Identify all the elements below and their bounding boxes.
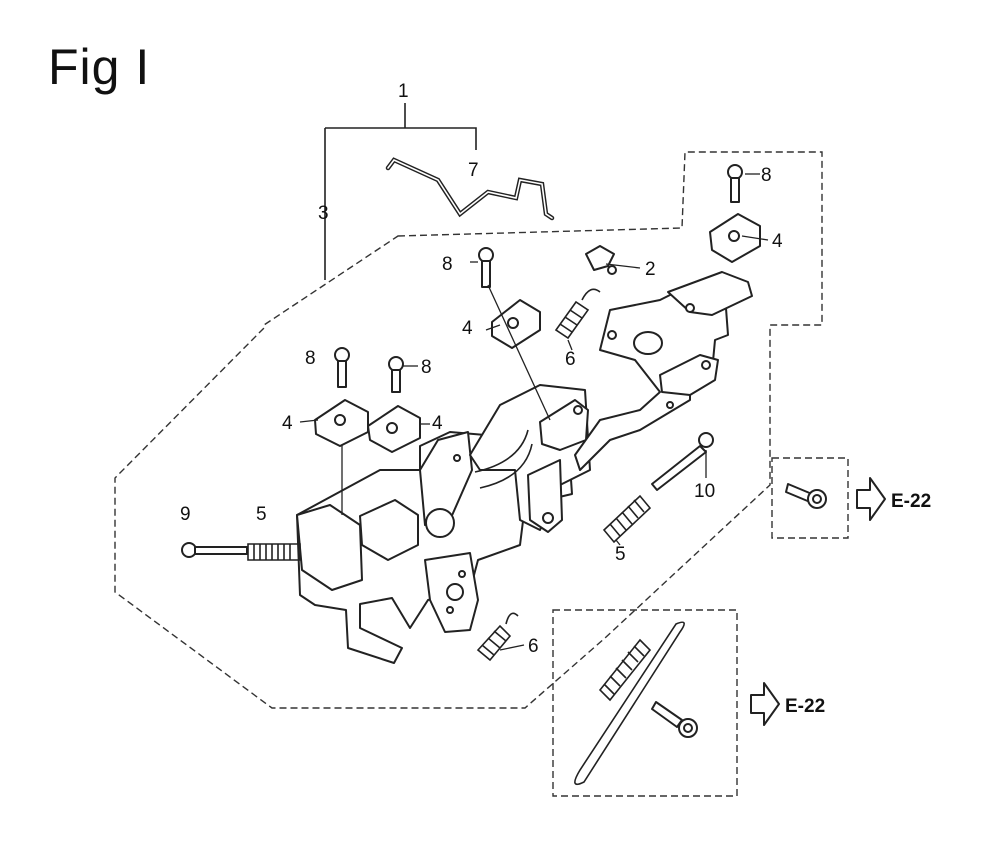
callout-4-upper-right: 4: [772, 231, 783, 252]
assembly-outline: [114, 151, 823, 709]
callout-4-left-a: 4: [282, 413, 293, 434]
arm-hole: [685, 303, 695, 313]
wire-linkage-inner: [387, 159, 553, 219]
spring-6-lower: [476, 612, 519, 662]
group-bracket: [324, 103, 477, 280]
callout-8-left-b: 8: [421, 357, 432, 378]
bolt-10: [651, 432, 714, 491]
clip-4-left-a: [314, 399, 369, 447]
bolt-9: [181, 542, 248, 558]
pivot-boss: [425, 508, 455, 538]
lever-hole-small-a: [458, 570, 466, 578]
connecting-band: [474, 429, 533, 489]
center-panel-flange: [527, 459, 563, 533]
upright-hole: [453, 454, 461, 462]
base-plate-tab-mid: [359, 499, 419, 561]
reference-label-upper[interactable]: E-22: [891, 491, 931, 512]
inset-box-upper: [771, 457, 849, 539]
callout-3: 3: [318, 203, 329, 224]
bolt-8-center: [478, 247, 494, 288]
inset-spring-lower: [574, 621, 685, 786]
callout-9: 9: [180, 504, 191, 525]
reference-label-lower[interactable]: E-22: [785, 696, 825, 717]
lever-hole: [446, 583, 464, 601]
bracket-hole-b: [701, 360, 711, 370]
callout-4-left-b: 4: [432, 413, 443, 434]
bolt-8-left-b: [388, 356, 404, 393]
arrow-icon-lower: [750, 682, 780, 726]
callout-8-center: 8: [442, 254, 453, 275]
callout-1: 1: [398, 81, 409, 102]
arrow-icon-upper: [856, 477, 886, 521]
leader-lines: [299, 173, 769, 651]
base-plate-tab-left: [296, 504, 363, 591]
callout-8-upper-right: 8: [761, 165, 772, 186]
spring-6-upper: [554, 288, 601, 340]
callout-10: 10: [694, 481, 715, 502]
callout-8-left-a: 8: [305, 348, 316, 369]
bolt-8-upper-right: [727, 164, 743, 203]
clip-2: [585, 245, 617, 275]
callout-2: 2: [645, 259, 656, 280]
clip-4-center: [491, 299, 541, 349]
callout-5-left: 5: [256, 504, 267, 525]
clip-4-left-b: [367, 405, 421, 453]
callout-5-right: 5: [615, 544, 626, 565]
inset-box-lower: [552, 609, 738, 797]
bracket-top-hole: [573, 405, 583, 415]
inset-bolt-lower: [651, 701, 698, 738]
callout-6-upper: 6: [565, 349, 576, 370]
spring-5-right: [602, 494, 652, 544]
callout-6-lower: 6: [528, 636, 539, 657]
inset-bolt-upper: [785, 483, 827, 509]
spring-5-left: [247, 543, 301, 561]
bolt-8-left-a: [334, 347, 350, 388]
flange-bolt-hole: [542, 512, 554, 524]
bracket-hole-c: [666, 401, 674, 409]
upper-right-boss: [633, 331, 663, 355]
clip-4-upper-right: [709, 213, 761, 263]
callout-7: 7: [468, 160, 479, 181]
figure-title: Fig I: [48, 39, 151, 95]
lever-hole-small-b: [446, 606, 454, 614]
bracket-hole-a: [607, 330, 617, 340]
callout-4-center: 4: [462, 318, 473, 339]
